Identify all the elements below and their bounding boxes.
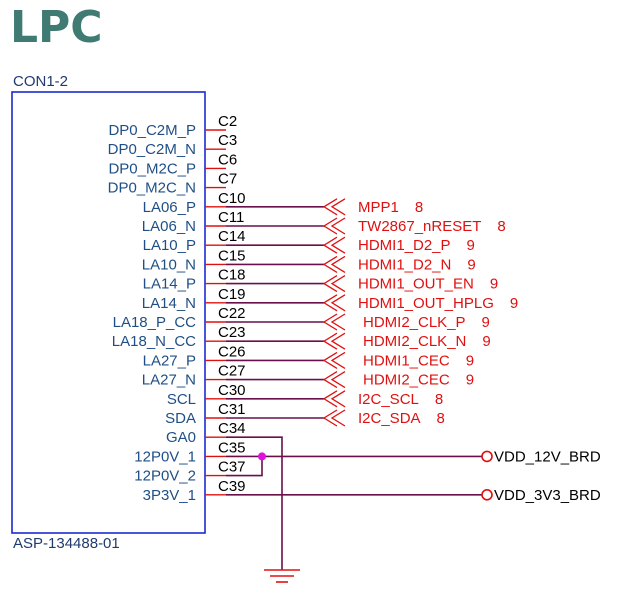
pin-name-12p0v-2: 12P0V_2 bbox=[134, 468, 196, 485]
pin-name-la10-p: LA10_P bbox=[143, 237, 196, 254]
pin-name-dp0-c2m-p: DP0_C2M_P bbox=[108, 122, 196, 139]
pin-name-ga0: GA0 bbox=[166, 429, 196, 446]
pin-name-la27-n: LA27_N bbox=[142, 372, 196, 389]
net-page-ref-hdmi1-out-en: 9 bbox=[490, 276, 498, 293]
offpage-connector-icon bbox=[322, 275, 346, 293]
pin-number-la18-n-cc: C23 bbox=[218, 324, 246, 341]
net-page-ref-hdmi1-d2-p: 9 bbox=[467, 237, 475, 254]
pin-number-dp0-c2m-n: C3 bbox=[218, 132, 237, 149]
pin-number-la27-p: C26 bbox=[218, 343, 246, 360]
pin-name-dp0-m2c-p: DP0_M2C_P bbox=[108, 160, 196, 177]
pin-number-la06-n: C11 bbox=[218, 209, 244, 226]
pin-number-scl: C30 bbox=[218, 382, 246, 399]
power-terminal-icon bbox=[481, 450, 493, 463]
offpage-connector-icon bbox=[322, 198, 346, 216]
power-terminal-icon bbox=[481, 488, 493, 501]
power-label-vdd-3v3-brd: VDD_3V3_BRD bbox=[494, 487, 601, 504]
power-tie-wire bbox=[226, 456, 263, 477]
offpage-connector-icon bbox=[322, 351, 346, 369]
pin-number-12p0v-1: C35 bbox=[218, 439, 246, 456]
offpage-connector-icon bbox=[322, 217, 346, 235]
pin-number-la10-p: C14 bbox=[218, 228, 246, 245]
pin-name-dp0-c2m-n: DP0_C2M_N bbox=[108, 141, 196, 158]
net-page-ref-mpp1: 8 bbox=[415, 199, 423, 216]
pin-name-la06-n: LA06_N bbox=[142, 218, 196, 235]
ground-icon bbox=[264, 569, 300, 583]
pin-number-dp0-c2m-p: C2 bbox=[218, 113, 237, 130]
net-page-ref-hdmi1-d2-n: 9 bbox=[467, 256, 475, 273]
pin-number-dp0-m2c-p: C6 bbox=[218, 151, 237, 168]
pin-name-la27-p: LA27_P bbox=[143, 352, 196, 369]
pin-name-12p0v-1: 12P0V_1 bbox=[134, 448, 196, 465]
page-title: LPC bbox=[10, 2, 103, 53]
net-label-hdmi2-clk-n: HDMI2_CLK_N bbox=[363, 333, 466, 350]
power-layer: VDD_12V_BRD VDD_3V3_BRD bbox=[226, 436, 601, 583]
power-label-vdd-12v-brd: VDD_12V_BRD bbox=[494, 448, 601, 465]
ground-wire bbox=[226, 436, 283, 570]
pin-number-dp0-m2c-n: C7 bbox=[218, 171, 237, 188]
connector-body bbox=[11, 91, 206, 534]
offpage-connector-icon bbox=[322, 236, 346, 254]
pin-number-sda: C31 bbox=[218, 401, 246, 418]
net-label-hdmi1-cec: HDMI1_CEC bbox=[363, 352, 450, 369]
pin-name-la14-n: LA14_N bbox=[142, 295, 196, 312]
offpage-connector-icon bbox=[322, 255, 346, 273]
net-label-hdmi1-out-hplg: HDMI1_OUT_HPLG bbox=[358, 295, 494, 312]
net-label-hdmi1-d2-p: HDMI1_D2_P bbox=[358, 237, 451, 254]
pin-name-3p3v-1: 3P3V_1 bbox=[143, 487, 196, 504]
net-page-ref-hdmi1-cec: 9 bbox=[466, 352, 474, 369]
pin-number-la10-n: C15 bbox=[218, 247, 246, 264]
net-label-hdmi1-d2-n: HDMI1_D2_N bbox=[358, 256, 451, 273]
pin-number-la18-p-cc: C22 bbox=[218, 305, 246, 322]
net-page-ref-tw2867-nreset: 8 bbox=[497, 218, 505, 235]
net-page-ref-hdmi2-cec: 9 bbox=[466, 372, 474, 389]
pin-name-dp0-m2c-n: DP0_M2C_N bbox=[108, 180, 196, 197]
net-page-ref-i2c-sda: 8 bbox=[437, 410, 445, 427]
pin-number-la14-p: C18 bbox=[218, 267, 246, 284]
net-page-ref-hdmi1-out-hplg: 9 bbox=[510, 295, 518, 312]
pin-name-scl: SCL bbox=[167, 391, 196, 408]
offpage-connector-icon bbox=[322, 409, 346, 427]
offpage-connector-icon bbox=[322, 313, 346, 331]
net-label-mpp1: MPP1 bbox=[358, 199, 399, 216]
pin-number-3p3v-1: C39 bbox=[218, 478, 246, 495]
offpage-connector-icon bbox=[322, 294, 346, 312]
net-label-hdmi1-out-en: HDMI1_OUT_EN bbox=[358, 276, 474, 293]
net-label-i2c-sda: I2C_SDA bbox=[358, 410, 421, 427]
pin-number-12p0v-2: C37 bbox=[218, 459, 246, 476]
pin-name-la14-p: LA14_P bbox=[143, 276, 196, 293]
component-reference: CON1-2 bbox=[13, 73, 68, 90]
pin-number-la27-n: C27 bbox=[218, 363, 246, 380]
net-label-tw2867-nreset: TW2867_nRESET bbox=[358, 218, 481, 235]
net-page-ref-hdmi2-clk-p: 9 bbox=[482, 314, 490, 331]
junction-dot bbox=[258, 452, 266, 461]
pin-name-la10-n: LA10_N bbox=[142, 256, 196, 273]
pin-name-la18-p-cc: LA18_P_CC bbox=[113, 314, 197, 331]
pin-name-la18-n-cc: LA18_N_CC bbox=[112, 333, 196, 350]
net-label-i2c-scl: I2C_SCL bbox=[358, 391, 419, 408]
net-page-ref-hdmi2-clk-n: 9 bbox=[482, 333, 490, 350]
pin-name-la06-p: LA06_P bbox=[143, 199, 196, 216]
net-page-ref-i2c-scl: 8 bbox=[435, 391, 443, 408]
net-label-hdmi2-cec: HDMI2_CEC bbox=[363, 372, 450, 389]
pin-number-la14-n: C19 bbox=[218, 286, 246, 303]
pin-number-ga0: C34 bbox=[218, 420, 246, 437]
pin-number-la06-p: C10 bbox=[218, 190, 246, 207]
component-part-number: ASP-134488-01 bbox=[13, 535, 120, 552]
net-label-hdmi2-clk-p: HDMI2_CLK_P bbox=[363, 314, 466, 331]
offpage-connector-icon bbox=[322, 332, 346, 350]
pin-name-sda: SDA bbox=[165, 410, 196, 427]
offpage-connector-icon bbox=[322, 390, 346, 408]
offpage-connector-icon bbox=[322, 371, 346, 389]
